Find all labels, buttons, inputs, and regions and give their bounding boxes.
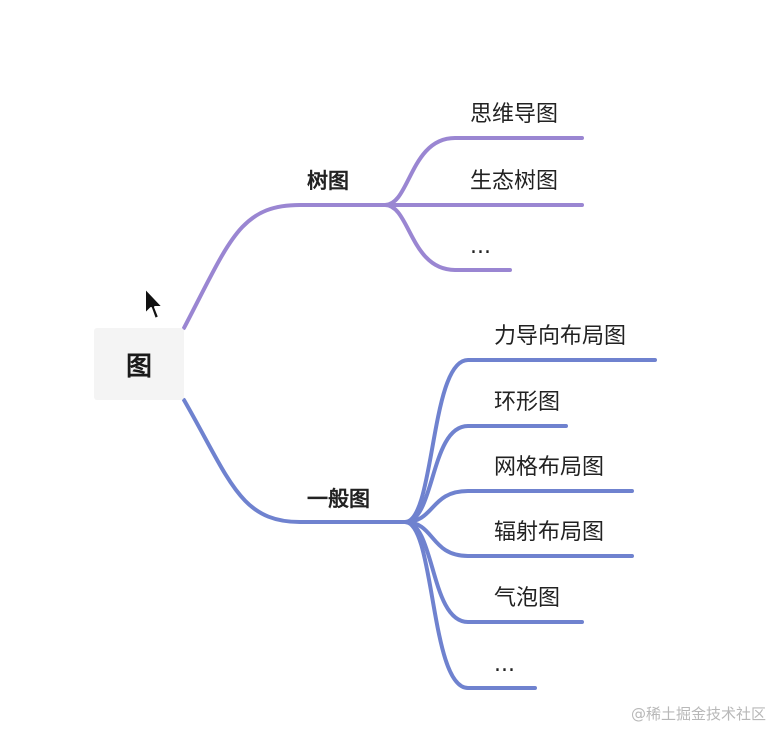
leaf-node-general-3[interactable]: 网格布局图: [494, 455, 605, 480]
branch-tree-connectors: [182, 136, 584, 330]
branch-node-general[interactable]: 一般图: [307, 487, 370, 511]
leaf-node-general-2[interactable]: 环形图: [494, 390, 561, 415]
leaf-node-tree-3[interactable]: ...: [470, 234, 491, 259]
leaf-node-tree-1[interactable]: 思维导图: [470, 102, 559, 127]
branch-general-connectors: [182, 358, 657, 690]
leaf-node-general-6[interactable]: ...: [494, 652, 515, 677]
connector-tree-to-child-1: [383, 136, 584, 207]
leaf-node-general-4[interactable]: 辐射布局图: [494, 520, 605, 545]
leaf-node-tree-2[interactable]: 生态树图: [470, 169, 559, 194]
root-node[interactable]: 图: [94, 328, 184, 400]
connector-root-to-general: [182, 398, 407, 524]
connector-root-to-tree: [182, 203, 387, 330]
connector-tree-to-child-3: [383, 203, 512, 272]
root-node-label: 图: [125, 351, 152, 382]
connector-general-to-child-1: [403, 358, 657, 524]
branch-node-tree[interactable]: 树图: [307, 169, 349, 193]
mouse-cursor-icon: [144, 287, 164, 320]
connector-general-to-child-2: [403, 424, 568, 524]
leaf-node-general-1[interactable]: 力导向布局图: [494, 324, 627, 349]
connector-general-to-child-3: [403, 489, 634, 524]
watermark: @稀土掘金技术社区: [630, 705, 766, 723]
connector-general-to-child-6: [403, 520, 537, 690]
leaf-node-general-5[interactable]: 气泡图: [494, 586, 561, 611]
